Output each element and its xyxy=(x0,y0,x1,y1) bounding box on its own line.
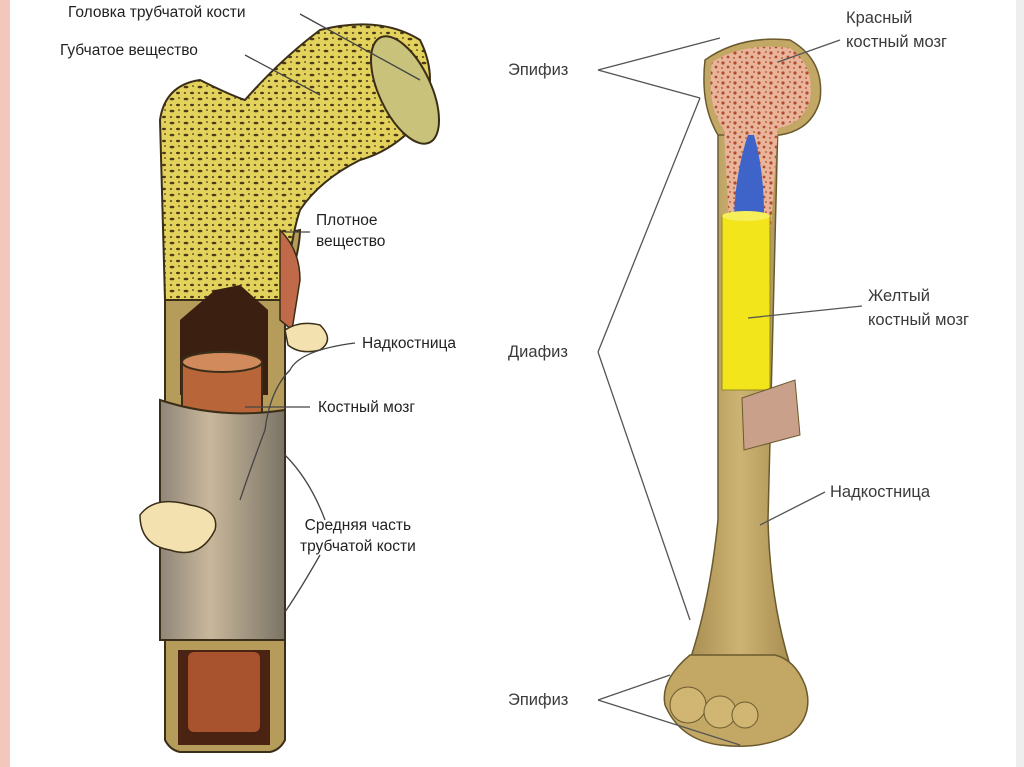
label-middle-line1: Средняя часть xyxy=(304,517,412,534)
condyle-1 xyxy=(669,686,707,724)
label-marrow: Костный мозг xyxy=(318,399,416,416)
leader-yellow-marrow xyxy=(747,305,863,319)
right-border-strip xyxy=(1016,0,1024,767)
yellow-marrow-top xyxy=(722,211,770,221)
right-leader-lines xyxy=(597,37,863,746)
label-middle-line2: трубчатой кости xyxy=(300,538,416,555)
periosteum-flap-lower xyxy=(139,500,217,554)
periosteum-flap-upper xyxy=(284,322,329,353)
label-red-marrow: Красный костный мозг xyxy=(846,6,947,54)
label-red-marrow-line2: костный мозг xyxy=(846,33,948,51)
label-yellow-marrow: Желтый костный мозг xyxy=(868,284,969,332)
periosteum-strip xyxy=(741,379,801,451)
bone-epiphysis-bottom xyxy=(663,654,809,747)
label-middle: Средняя часть трубчатой кости xyxy=(300,515,416,557)
label-red-marrow-line1: Красный xyxy=(846,9,913,27)
leader-diaphysis-down xyxy=(597,351,691,621)
left-border-strip xyxy=(0,0,10,767)
leader-epiphysis-top-1 xyxy=(597,37,721,71)
femur-head-cap xyxy=(369,35,441,145)
leader-diaphysis-up xyxy=(597,97,701,353)
label-compact-line1: Плотное xyxy=(316,212,378,229)
bottom-marrow xyxy=(188,652,260,732)
label-yellow-marrow-line1: Желтый xyxy=(868,287,930,305)
femur-head xyxy=(158,23,431,301)
label-epiphysis-top: Эпифиз xyxy=(508,61,569,79)
label-compact: Плотное вещество xyxy=(316,210,385,252)
condyle-3 xyxy=(731,701,759,729)
compact-bone-side xyxy=(279,228,301,332)
label-epiphysis-bottom: Эпифиз xyxy=(508,691,569,709)
label-periosteum-right: Надкостница xyxy=(830,483,931,501)
leader-periosteum-right xyxy=(759,491,826,526)
label-head: Головка трубчатой кости xyxy=(68,4,246,21)
yellow-marrow xyxy=(721,214,771,391)
label-spongy: Губчатое вещество xyxy=(60,42,198,59)
condyle-2 xyxy=(703,695,737,729)
long-bone xyxy=(663,38,822,747)
label-periosteum-left: Надкостница xyxy=(362,335,456,352)
leader-epiphysis-bottom-1 xyxy=(597,674,671,701)
label-diaphysis: Диафиз xyxy=(508,343,568,361)
leader-spongy xyxy=(244,54,321,96)
leader-middle-bottom xyxy=(284,554,321,613)
leader-middle-top xyxy=(284,454,326,521)
leader-red-marrow xyxy=(777,39,841,63)
left-leader-lines xyxy=(239,13,421,613)
label-compact-line2: вещество xyxy=(316,233,386,250)
leader-epiphysis-bottom-2 xyxy=(597,699,741,746)
blue-cavity xyxy=(734,135,764,215)
marrow-cylinder-top xyxy=(181,351,263,373)
red-marrow-region xyxy=(710,46,811,240)
leader-periosteum xyxy=(239,342,356,501)
leader-epiphysis-top-2 xyxy=(597,69,701,99)
leader-head xyxy=(299,13,421,81)
label-yellow-marrow-line2: костный мозг xyxy=(868,311,970,329)
femur-cutaway xyxy=(139,23,441,753)
